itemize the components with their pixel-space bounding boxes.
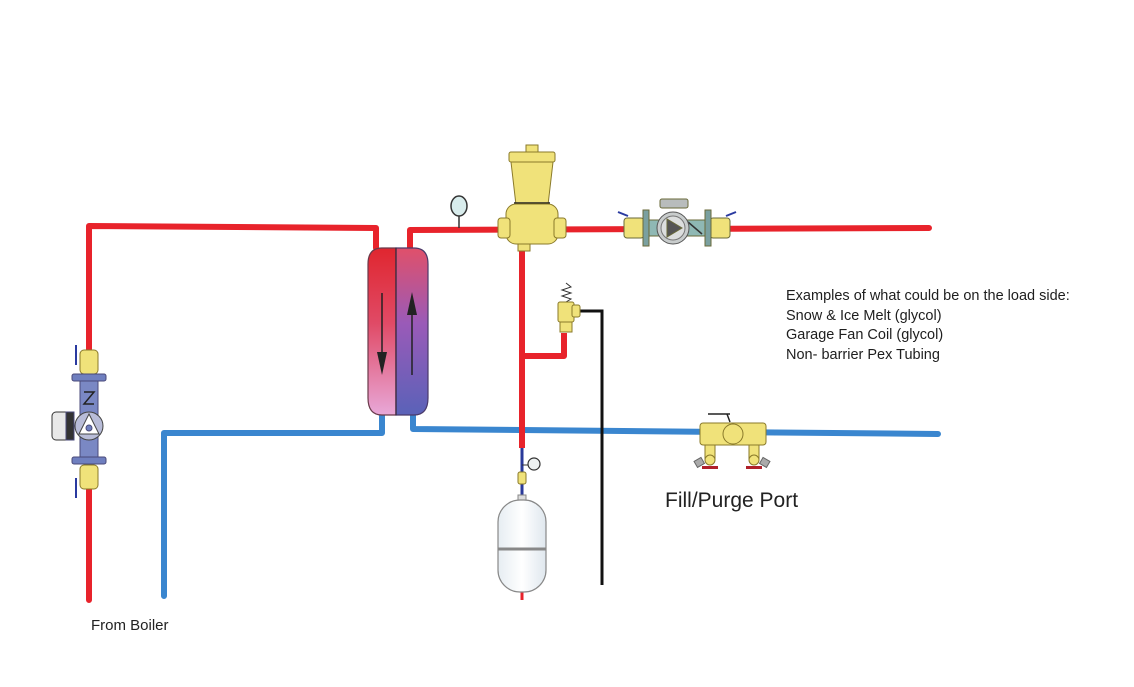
plate-heat-exchanger [367,247,429,416]
pressure-relief-valve [557,282,581,333]
load-return-pipe [410,412,941,437]
up-flow-arrow [407,292,417,375]
expansion-branch-pipe [519,250,567,448]
temperature-gauge [450,195,468,228]
down-flow-arrow [377,293,387,375]
load-side-note-heading: Examples of what could be on the load si… [786,288,1070,304]
load-circulator-pump [617,198,737,247]
relief-drain-line [578,309,604,585]
load-side-item: Non- barrier Pex Tubing [786,346,940,363]
fill-purge-valve [693,413,771,469]
air-separator [497,144,567,252]
boiler-supply-pipe [86,223,379,603]
boiler-return-pipe [161,412,385,599]
load-side-note: Examples of what could be on the load si… [786,287,1070,365]
boiler-circulator-pump [51,345,107,498]
load-side-item: Garage Fan Coil (glycol) [786,327,944,343]
load-side-item: Snow & Ice Melt (glycol) [786,307,942,324]
from-boiler-label: From Boiler [91,617,169,634]
load-supply-pipe [407,225,932,251]
tank-pressure-gauge [522,457,541,471]
fill-purge-port-label: Fill/Purge Port [665,489,799,512]
expansion-tank [497,457,547,593]
